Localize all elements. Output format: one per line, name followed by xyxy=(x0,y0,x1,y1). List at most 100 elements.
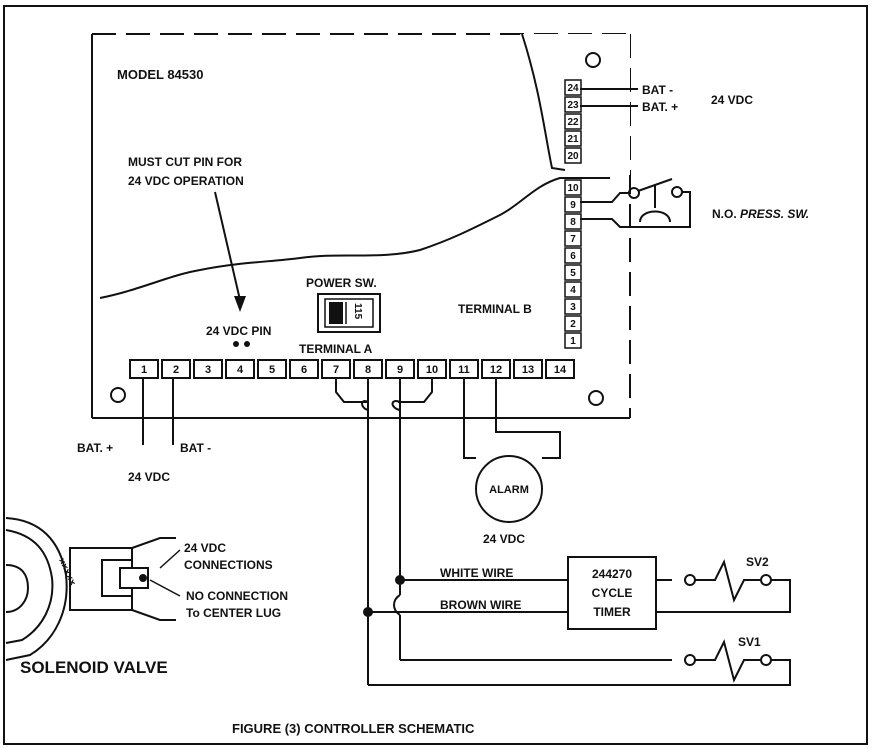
terminal-a-4: 4 xyxy=(225,359,255,379)
terminal-a-10: 10 xyxy=(417,359,447,379)
cut-pin-note-line2: 24 VDC OPERATION xyxy=(128,174,244,188)
cut-pin-arrow xyxy=(214,191,241,301)
terminal-a-9: 9 xyxy=(385,359,415,379)
terminal-b-1: 1 xyxy=(564,332,582,349)
top-bat-voltage: 24 VDC xyxy=(711,93,753,107)
bottom-bat-plus: BAT. + xyxy=(77,441,113,455)
terminal-b-label: TERMINAL B xyxy=(458,302,532,316)
terminal-a-label: TERMINAL A xyxy=(299,342,373,356)
top-bat-minus: BAT - xyxy=(642,83,673,97)
alarm-bell xyxy=(475,455,543,523)
terminal-b-number: 24 xyxy=(567,83,579,94)
figure-caption: FIGURE (3) CONTROLLER SCHEMATIC xyxy=(232,721,475,736)
terminal-a-3: 3 xyxy=(193,359,223,379)
terminal-a-2: 2 xyxy=(161,359,191,379)
pressure-switch xyxy=(580,178,691,228)
terminal-b-number: 1 xyxy=(570,336,576,347)
bottom-battery-wires xyxy=(142,378,174,445)
terminal-b-23: 23 xyxy=(564,96,582,113)
terminal-a-number: 9 xyxy=(397,364,403,376)
timer-part-number: 244270 xyxy=(592,567,632,581)
terminal-a-number: 12 xyxy=(490,364,502,376)
jumper-wires xyxy=(335,378,433,411)
terminal-b-number: 5 xyxy=(570,268,576,279)
terminal-b-3: 3 xyxy=(564,298,582,315)
terminal-b-8: 8 xyxy=(564,213,582,230)
terminal-b-number: 23 xyxy=(567,100,579,111)
terminal-a-number: 2 xyxy=(173,364,179,376)
terminal-a-number: 10 xyxy=(426,364,438,376)
terminal-a-number: 4 xyxy=(237,364,244,376)
mounting-hole xyxy=(110,387,126,403)
terminal-a-number: 11 xyxy=(458,364,470,376)
sv2-valve xyxy=(684,559,772,603)
terminal-a-number: 3 xyxy=(205,364,211,376)
terminal-b-number: 20 xyxy=(567,151,579,162)
bottom-bat-minus: BAT - xyxy=(180,441,211,455)
main-wiring xyxy=(367,410,791,686)
model-label: MODEL 84530 xyxy=(117,67,203,82)
terminal-b-number: 2 xyxy=(570,319,576,330)
pin-label: 24 VDC PIN xyxy=(206,324,271,338)
sv2-label: SV2 xyxy=(746,555,769,569)
wire-junction xyxy=(395,575,405,585)
terminal-a-number: 6 xyxy=(301,364,307,376)
terminal-a-number: 13 xyxy=(522,364,534,376)
sv1-label: SV1 xyxy=(738,635,761,649)
terminal-a-5: 5 xyxy=(257,359,287,379)
connection-leader xyxy=(159,549,181,569)
terminal-b-5: 5 xyxy=(564,264,582,281)
terminal-a-1: 1 xyxy=(129,359,159,379)
terminal-b-number: 7 xyxy=(570,234,576,245)
timer-line2: CYCLE xyxy=(592,586,633,600)
terminal-a-number: 14 xyxy=(554,364,567,376)
mounting-hole xyxy=(588,390,604,406)
terminal-b-number: 8 xyxy=(570,217,576,228)
alarm-voltage: 24 VDC xyxy=(483,532,525,546)
alarm-label: ALARM xyxy=(489,484,529,496)
terminal-b-number: 22 xyxy=(567,117,579,128)
center-lug-leader xyxy=(149,579,181,597)
terminal-b-7: 7 xyxy=(564,230,582,247)
terminal-b-24: 24 xyxy=(564,79,582,96)
terminal-a-number: 1 xyxy=(141,364,147,376)
terminal-a-number: 7 xyxy=(333,364,339,376)
terminal-b-22: 22 xyxy=(564,113,582,130)
terminal-b-number: 3 xyxy=(570,302,576,313)
terminal-b-10: 10 xyxy=(564,179,582,196)
solenoid-title: SOLENOID VALVE xyxy=(20,658,168,677)
terminal-a-number: 5 xyxy=(269,364,275,376)
terminal-a-6: 6 xyxy=(289,359,319,379)
terminal-b-number: 6 xyxy=(570,251,576,262)
terminal-b-20: 20 xyxy=(564,147,582,164)
solenoid-valve-icon xyxy=(5,517,176,661)
arrowhead-icon xyxy=(234,296,246,312)
solenoid-note-2: CONNECTIONS xyxy=(184,558,273,572)
terminal-b-21: 21 xyxy=(564,130,582,147)
terminal-b-9: 9 xyxy=(564,196,582,213)
timer-line3: TIMER xyxy=(593,605,631,619)
terminal-a-7: 7 xyxy=(321,359,351,379)
terminal-a-13: 13 xyxy=(513,359,543,379)
cutaway-upper-edge xyxy=(521,33,566,171)
power-switch-label: POWER SW. xyxy=(306,276,377,290)
pin-dot xyxy=(244,341,250,347)
terminal-a-14: 14 xyxy=(545,359,575,379)
terminal-b-6: 6 xyxy=(564,247,582,264)
terminal-b-number: 10 xyxy=(567,183,579,194)
power-switch: 115 xyxy=(317,293,381,333)
terminal-b-number: 9 xyxy=(570,200,576,211)
terminal-a-8: 8 xyxy=(353,359,383,379)
cutaway-lower-edge xyxy=(99,177,610,299)
white-wire-label: WHITE WIRE xyxy=(440,566,513,580)
cut-pin-note-line1: MUST CUT PIN FOR xyxy=(128,155,242,169)
solenoid-note-3: NO CONNECTION xyxy=(186,589,288,603)
sv1-valve xyxy=(684,639,772,683)
cycle-timer-box xyxy=(567,556,657,630)
terminal-a-12: 12 xyxy=(481,359,511,379)
solenoid-note-1: 24 VDC xyxy=(184,541,226,555)
